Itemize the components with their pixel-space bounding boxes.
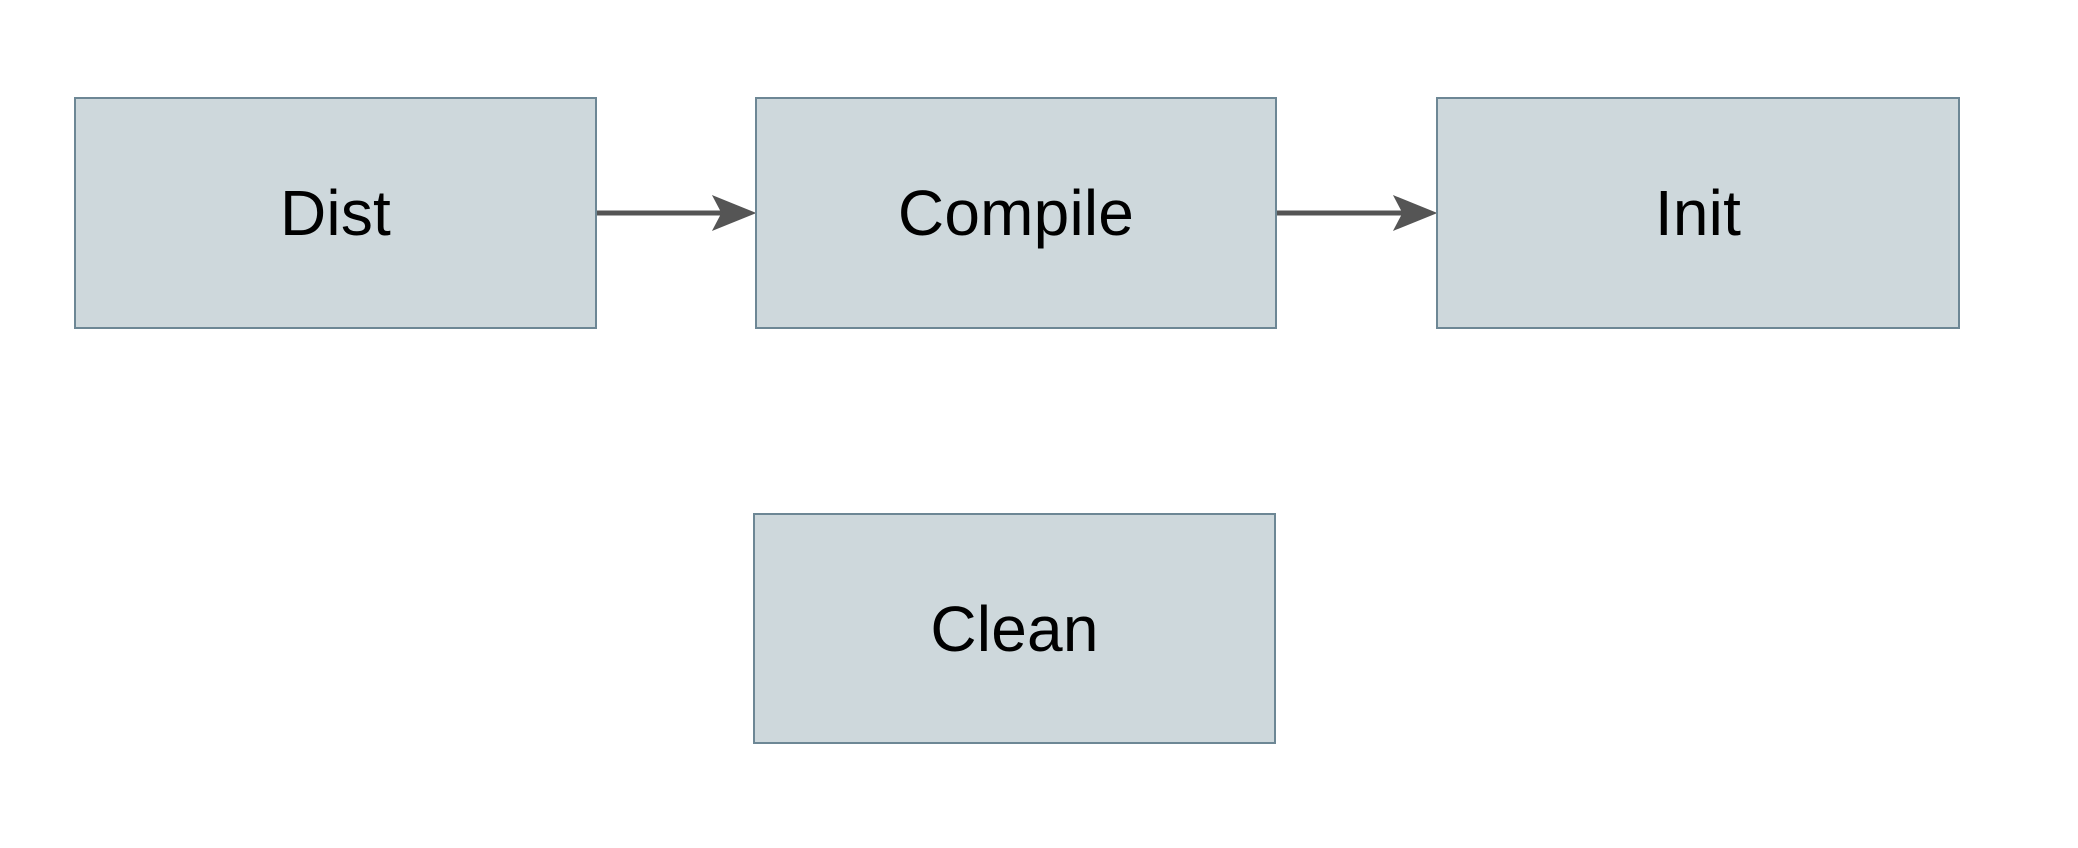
node-dist[interactable]: Dist xyxy=(74,97,597,329)
node-compile[interactable]: Compile xyxy=(755,97,1277,329)
arrowhead-icon xyxy=(1392,195,1438,231)
node-init[interactable]: Init xyxy=(1436,97,1960,329)
node-clean-label: Clean xyxy=(930,592,1099,665)
edge-compile-to-init[interactable] xyxy=(1277,195,1438,231)
edge-dist-to-compile[interactable] xyxy=(597,195,757,231)
node-init-label: Init xyxy=(1654,177,1742,249)
node-dist-label: Dist xyxy=(279,177,392,249)
node-clean[interactable]: Clean xyxy=(753,513,1276,744)
node-compile-label: Compile xyxy=(897,177,1135,249)
arrowhead-icon xyxy=(711,195,757,231)
